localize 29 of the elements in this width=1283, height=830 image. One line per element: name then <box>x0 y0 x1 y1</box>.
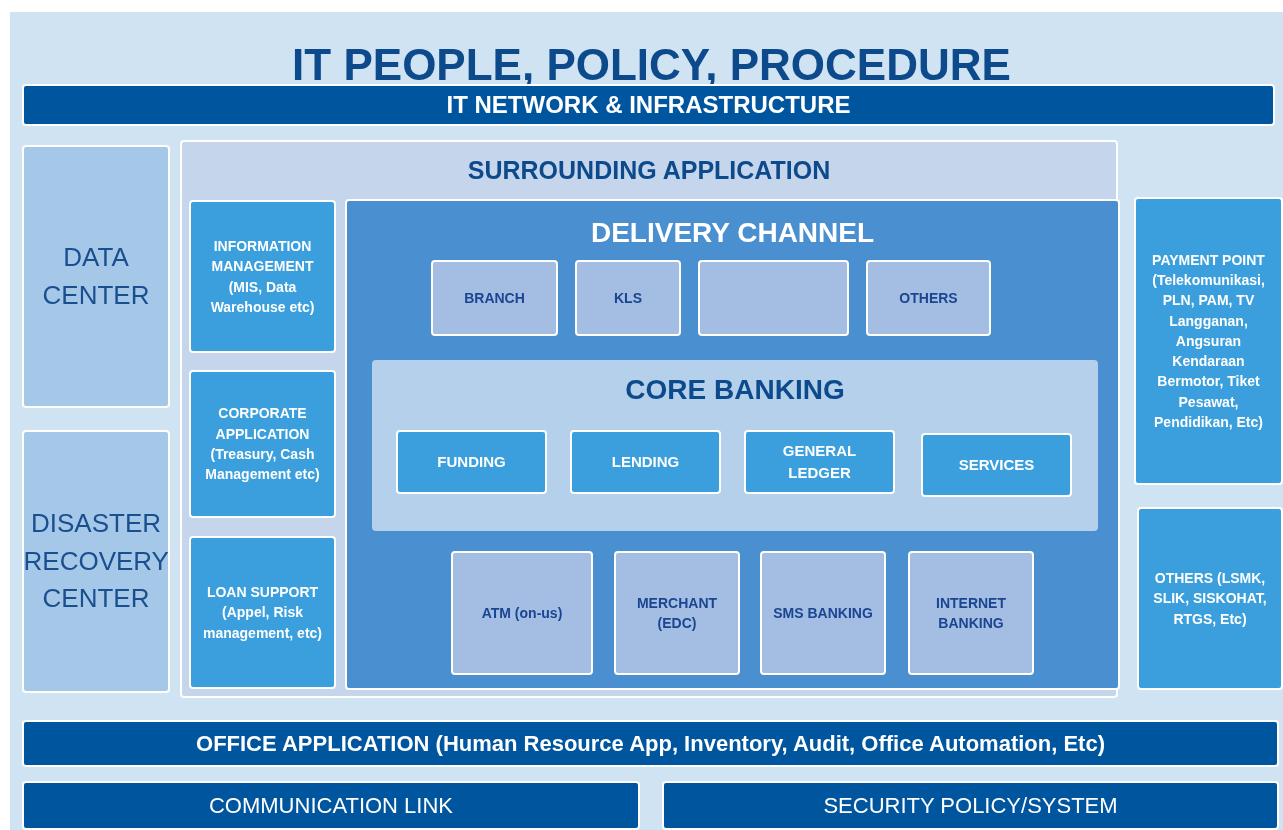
module-box: GENERAL LEDGER <box>744 430 895 494</box>
empty-box <box>698 260 849 336</box>
module-box: SERVICES <box>921 433 1072 497</box>
group-panel <box>180 140 1118 698</box>
module-box: COMMUNICATION LINK <box>22 781 640 830</box>
module-box: DISASTER RECOVERY CENTER <box>22 430 170 693</box>
module-box: SECURITY POLICY/SYSTEM <box>662 781 1279 830</box>
module-box: MERCHANT (EDC) <box>614 551 740 675</box>
module-box: LENDING <box>570 430 721 494</box>
module-box: INTERNET BANKING <box>908 551 1034 675</box>
module-box: KLS <box>575 260 681 336</box>
panel-heading: DELIVERY CHANNEL <box>589 217 876 249</box>
module-box: BRANCH <box>431 260 558 336</box>
module-box: SMS BANKING <box>760 551 886 675</box>
module-box: OTHERS <box>866 260 991 336</box>
module-box: OTHERS (LSMK, SLIK, SISKOHAT, RTGS, Etc) <box>1137 507 1283 690</box>
module-box: LOAN SUPPORT (Appel, Risk management, etc) <box>189 536 336 689</box>
module-box: FUNDING <box>396 430 547 494</box>
panel-heading: CORE BANKING <box>624 374 846 406</box>
panel-heading: SURROUNDING APPLICATION <box>466 156 832 185</box>
module-box: CORPORATE APPLICATION (Treasury, Cash Management etc) <box>189 370 336 518</box>
group-panel <box>372 360 1098 531</box>
module-box: DATA CENTER <box>22 145 170 408</box>
module-box: INFORMATION MANAGEMENT (MIS, Data Warehouse etc) <box>189 200 336 353</box>
module-box: OFFICE APPLICATION (Human Resource App, Inventory, Audit, Office Automation, Etc) <box>22 720 1279 767</box>
module-box: IT NETWORK & INFRASTRUCTURE <box>22 84 1275 126</box>
module-box: PAYMENT POINT (Telekomunikasi, PLN, PAM, TV Langganan, Angsuran Kendaraan Bermotor, Tiket Pesawat, Pendidikan, Etc) <box>1134 197 1283 485</box>
group-panel <box>345 199 1120 690</box>
module-box: ATM (on-us) <box>451 551 593 675</box>
